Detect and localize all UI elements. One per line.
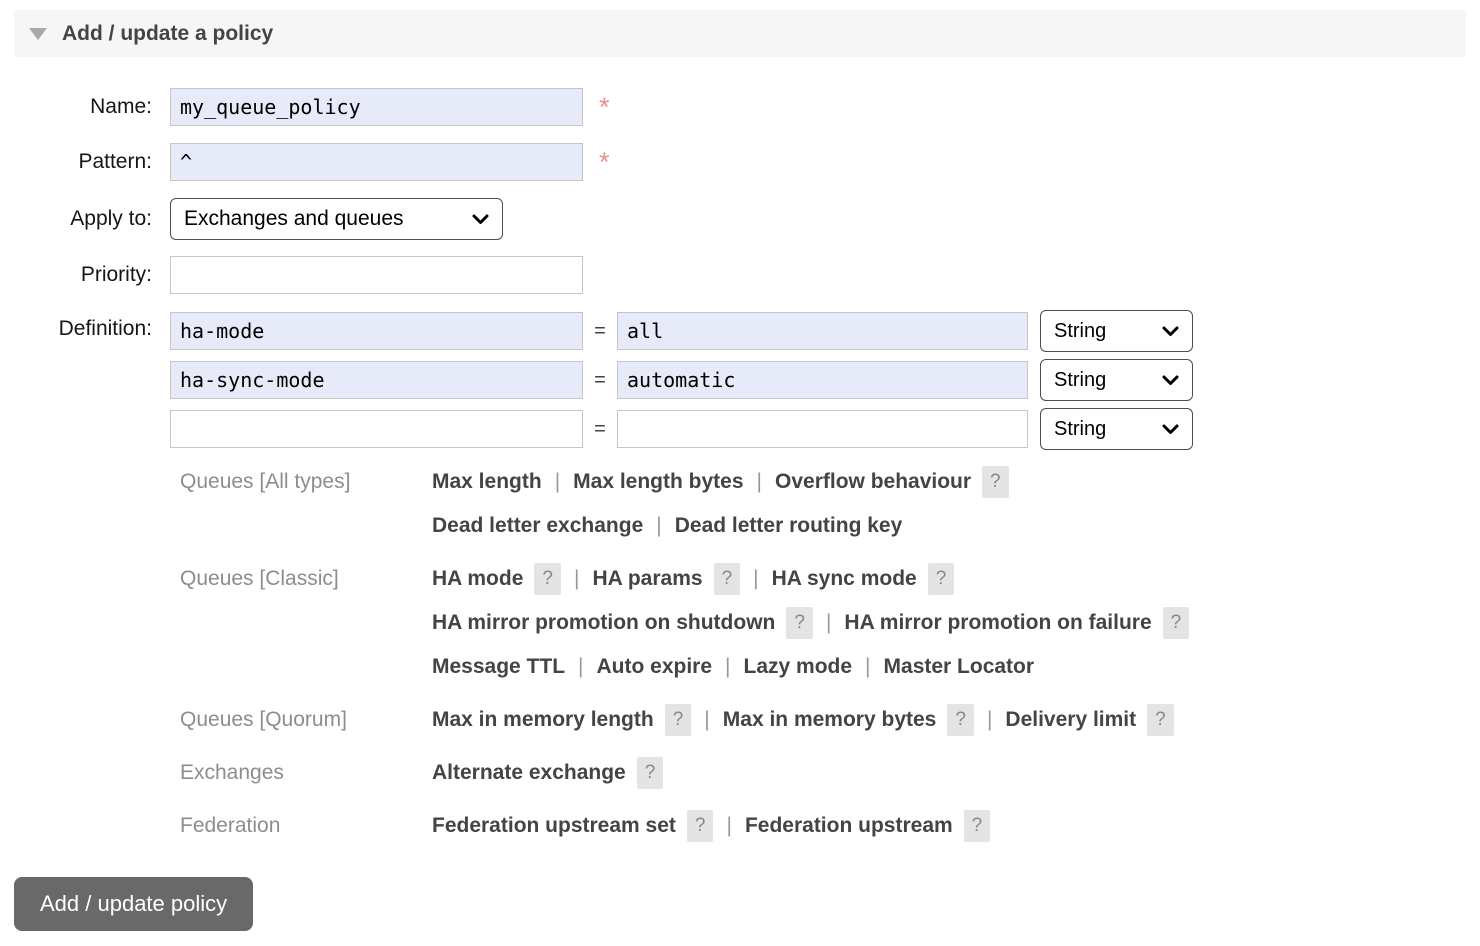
definition-key-input-2[interactable]	[170, 410, 583, 448]
shortcut-federation-upstream[interactable]: Federation upstream	[744, 814, 953, 837]
separator: |	[726, 814, 732, 837]
separator: |	[725, 655, 731, 678]
separator: |	[756, 470, 762, 493]
shortcut-dead-letter-routing-key[interactable]: Dead letter routing key	[674, 514, 903, 537]
name-input[interactable]	[170, 88, 583, 126]
equals-sign: =	[594, 417, 606, 440]
pattern-input[interactable]	[170, 143, 583, 181]
help-icon[interactable]: ?	[1147, 704, 1174, 736]
help-icon[interactable]: ?	[713, 563, 741, 595]
shortcut-max-in-memory-length[interactable]: Max in memory length	[432, 708, 654, 731]
separator: |	[825, 611, 832, 634]
section-title: Add / update a policy	[62, 21, 274, 45]
required-marker: *	[599, 146, 610, 177]
shortcut-ha-mirror-promotion-on-failure[interactable]: HA mirror promotion on failure	[844, 611, 1152, 634]
help-category-label: Queues [Quorum]	[180, 708, 347, 731]
shortcut-dead-letter-exchange[interactable]: Dead letter exchange	[432, 514, 644, 537]
help-icon[interactable]: ?	[927, 563, 955, 595]
help-icon[interactable]: ?	[534, 563, 561, 595]
help-icon[interactable]: ?	[664, 704, 692, 736]
apply-to-select[interactable]: Exchanges and queues	[170, 198, 503, 240]
shortcut-max-length[interactable]: Max length	[432, 470, 542, 493]
definition-type-select-2[interactable]: String	[1040, 408, 1193, 450]
definition-row: = String	[170, 408, 1193, 450]
definition-type-select-1[interactable]: String	[1040, 359, 1193, 401]
help-icon[interactable]: ?	[982, 466, 1009, 498]
definition-value-input-2[interactable]	[617, 410, 1028, 448]
definition-shortcuts: Queues [All types] Max length | Max leng…	[180, 460, 1480, 848]
definition-type-selected-value: String	[1054, 417, 1107, 440]
help-group-queues-classic: Queues [Classic] HA mode ? | HA params ?…	[180, 557, 1480, 689]
shortcut-overflow-behaviour[interactable]: Overflow behaviour	[775, 470, 972, 493]
definition-key-input-0[interactable]	[170, 312, 583, 350]
name-label: Name:	[90, 95, 152, 118]
shortcut-master-locator[interactable]: Master Locator	[883, 655, 1035, 678]
help-icon[interactable]: ?	[636, 757, 664, 789]
shortcut-ha-mirror-promotion-on-shutdown[interactable]: HA mirror promotion on shutdown	[432, 611, 776, 634]
shortcut-ha-mode[interactable]: HA mode	[432, 567, 524, 590]
help-category-label: Exchanges	[180, 761, 284, 784]
definition-type-selected-value: String	[1054, 368, 1107, 391]
help-icon[interactable]: ?	[947, 704, 974, 736]
shortcut-lazy-mode[interactable]: Lazy mode	[743, 655, 853, 678]
triangle-down-icon	[29, 27, 47, 40]
shortcut-delivery-limit[interactable]: Delivery limit	[1005, 708, 1137, 731]
shortcut-message-ttl[interactable]: Message TTL	[432, 655, 566, 678]
help-icon[interactable]: ?	[786, 607, 813, 639]
priority-label: Priority:	[80, 263, 152, 286]
priority-input[interactable]	[170, 256, 583, 294]
help-icon[interactable]: ?	[963, 810, 991, 842]
separator: |	[578, 655, 584, 678]
separator: |	[986, 708, 993, 731]
definition-value-input-0[interactable]	[617, 312, 1028, 350]
chevron-down-icon	[1162, 424, 1179, 434]
separator: |	[554, 470, 561, 493]
help-category-label: Federation	[180, 814, 281, 837]
help-group-exchanges: Exchanges Alternate exchange ?	[180, 751, 1480, 795]
definition-type-selected-value: String	[1054, 319, 1107, 342]
apply-to-selected-value: Exchanges and queues	[184, 207, 404, 230]
pattern-label: Pattern:	[78, 150, 152, 173]
definition-row: = String	[170, 359, 1193, 401]
definition-value-input-1[interactable]	[617, 361, 1028, 399]
definition-key-input-1[interactable]	[170, 361, 583, 399]
separator: |	[753, 567, 759, 590]
add-update-policy-button[interactable]: Add / update policy	[14, 877, 254, 931]
shortcut-auto-expire[interactable]: Auto expire	[596, 655, 713, 678]
separator: |	[704, 708, 710, 731]
separator: |	[656, 514, 662, 537]
definition-row: = String	[170, 310, 1193, 352]
shortcut-max-in-memory-bytes[interactable]: Max in memory bytes	[722, 708, 937, 731]
chevron-down-icon	[472, 214, 489, 224]
separator: |	[573, 567, 580, 590]
shortcut-federation-upstream-set[interactable]: Federation upstream set	[432, 814, 676, 837]
help-group-queues-all-types: Queues [All types] Max length | Max leng…	[180, 460, 1480, 548]
separator: |	[865, 655, 871, 678]
help-category-label: Queues [Classic]	[180, 567, 339, 590]
help-group-federation: Federation Federation upstream set ? | F…	[180, 804, 1480, 848]
shortcut-alternate-exchange[interactable]: Alternate exchange	[432, 761, 626, 784]
required-marker: *	[599, 91, 610, 122]
chevron-down-icon	[1162, 375, 1179, 385]
help-category-label: Queues [All types]	[180, 470, 351, 493]
policy-section-header[interactable]: Add / update a policy	[14, 10, 1466, 57]
help-icon[interactable]: ?	[686, 810, 714, 842]
definition-label: Definition:	[58, 317, 152, 340]
apply-to-label: Apply to:	[70, 207, 152, 230]
shortcut-max-length-bytes[interactable]: Max length bytes	[573, 470, 744, 493]
equals-sign: =	[594, 319, 606, 342]
shortcut-ha-sync-mode[interactable]: HA sync mode	[771, 567, 917, 590]
chevron-down-icon	[1162, 326, 1179, 336]
help-group-queues-quorum: Queues [Quorum] Max in memory length ? |…	[180, 698, 1480, 742]
shortcut-ha-params[interactable]: HA params	[592, 567, 703, 590]
help-icon[interactable]: ?	[1162, 607, 1190, 639]
equals-sign: =	[594, 368, 606, 391]
definition-type-select-0[interactable]: String	[1040, 310, 1193, 352]
